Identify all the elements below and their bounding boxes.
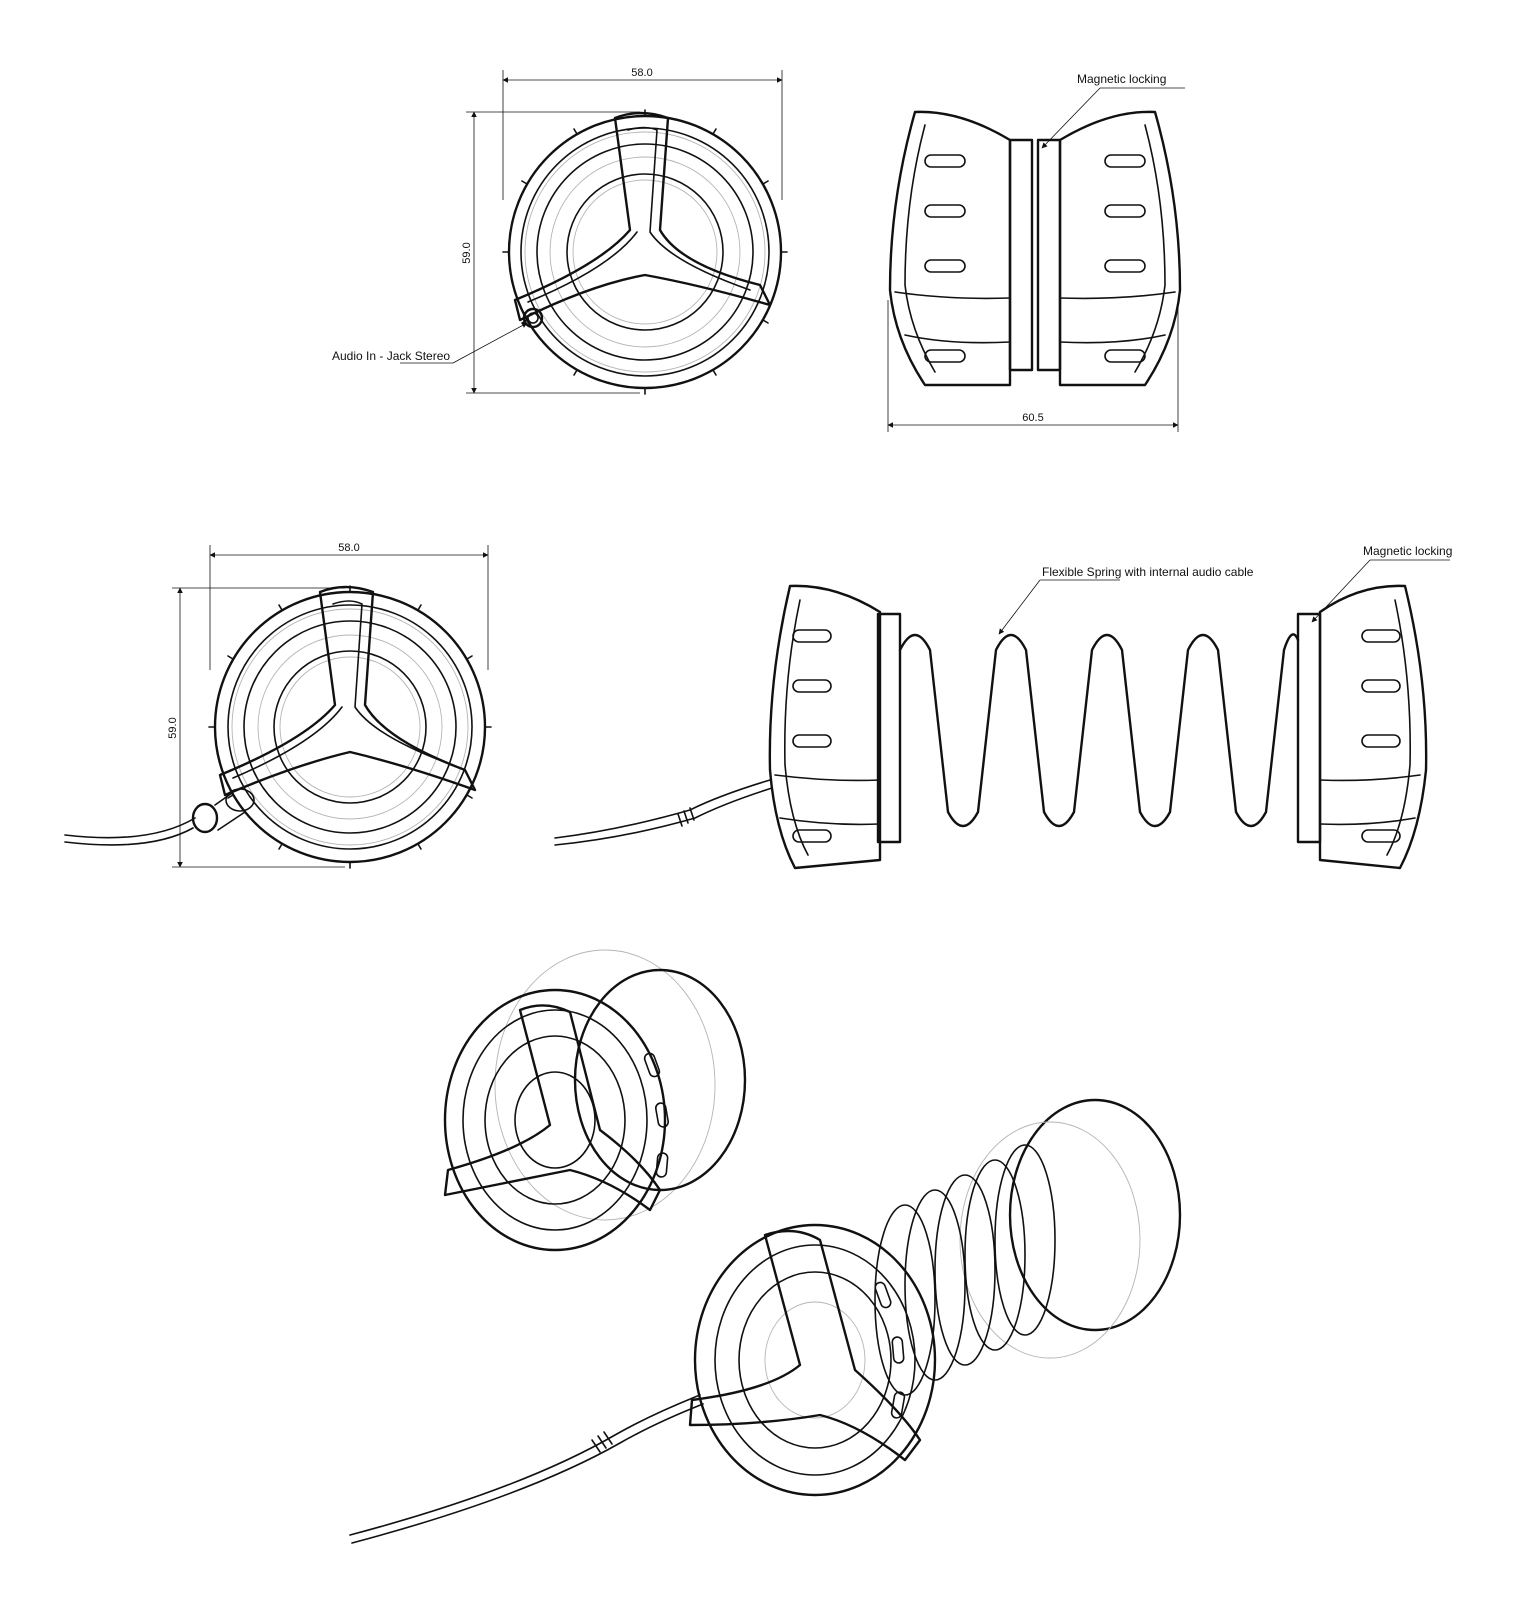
- spring-view: Flexible Spring with internal audio cabl…: [554, 544, 1452, 870]
- front-view: 58.0 59.0 Audio In - Jack Stereo: [332, 67, 788, 395]
- audio-in-label: Audio In - Jack Stereo: [332, 349, 450, 363]
- cable-view-width-value: 58.0: [338, 542, 359, 554]
- side-width-dimension: 60.5: [887, 300, 1179, 432]
- magnetic-locking-spring-label: Magnetic locking: [1363, 544, 1452, 558]
- front-view-body: [502, 109, 788, 395]
- front-height-dimension: 59.0: [461, 111, 640, 394]
- flexible-spring-callout: Flexible Spring with internal audio cabl…: [998, 565, 1254, 635]
- audio-in-callout: Audio In - Jack Stereo: [332, 322, 528, 364]
- perspective-extended: [349, 1098, 1182, 1544]
- side-view: 60.5 Magnetic locking: [887, 72, 1185, 432]
- front-view-cable-body: [64, 585, 492, 869]
- side-width-value: 60.5: [1022, 412, 1043, 424]
- perspective-closed: [443, 949, 747, 1252]
- magnetic-locking-top-label: Magnetic locking: [1077, 72, 1166, 86]
- magnetic-locking-spring-callout: Magnetic locking: [1311, 544, 1452, 623]
- cable-view-width-dimension: 58.0: [209, 542, 489, 670]
- front-width-value: 58.0: [631, 67, 652, 79]
- cable-view-height-dimension: 59.0: [167, 587, 345, 868]
- cable-view-height-value: 59.0: [167, 717, 179, 738]
- side-view-body: [888, 110, 1182, 387]
- flexible-spring-label: Flexible Spring with internal audio cabl…: [1042, 565, 1254, 579]
- front-height-value: 59.0: [461, 242, 473, 263]
- spring-view-body: [554, 584, 1428, 870]
- magnetic-locking-top-callout: Magnetic locking: [1041, 72, 1185, 149]
- front-width-dimension: 58.0: [502, 67, 783, 200]
- front-view-cable: 58.0 59.0: [64, 542, 492, 869]
